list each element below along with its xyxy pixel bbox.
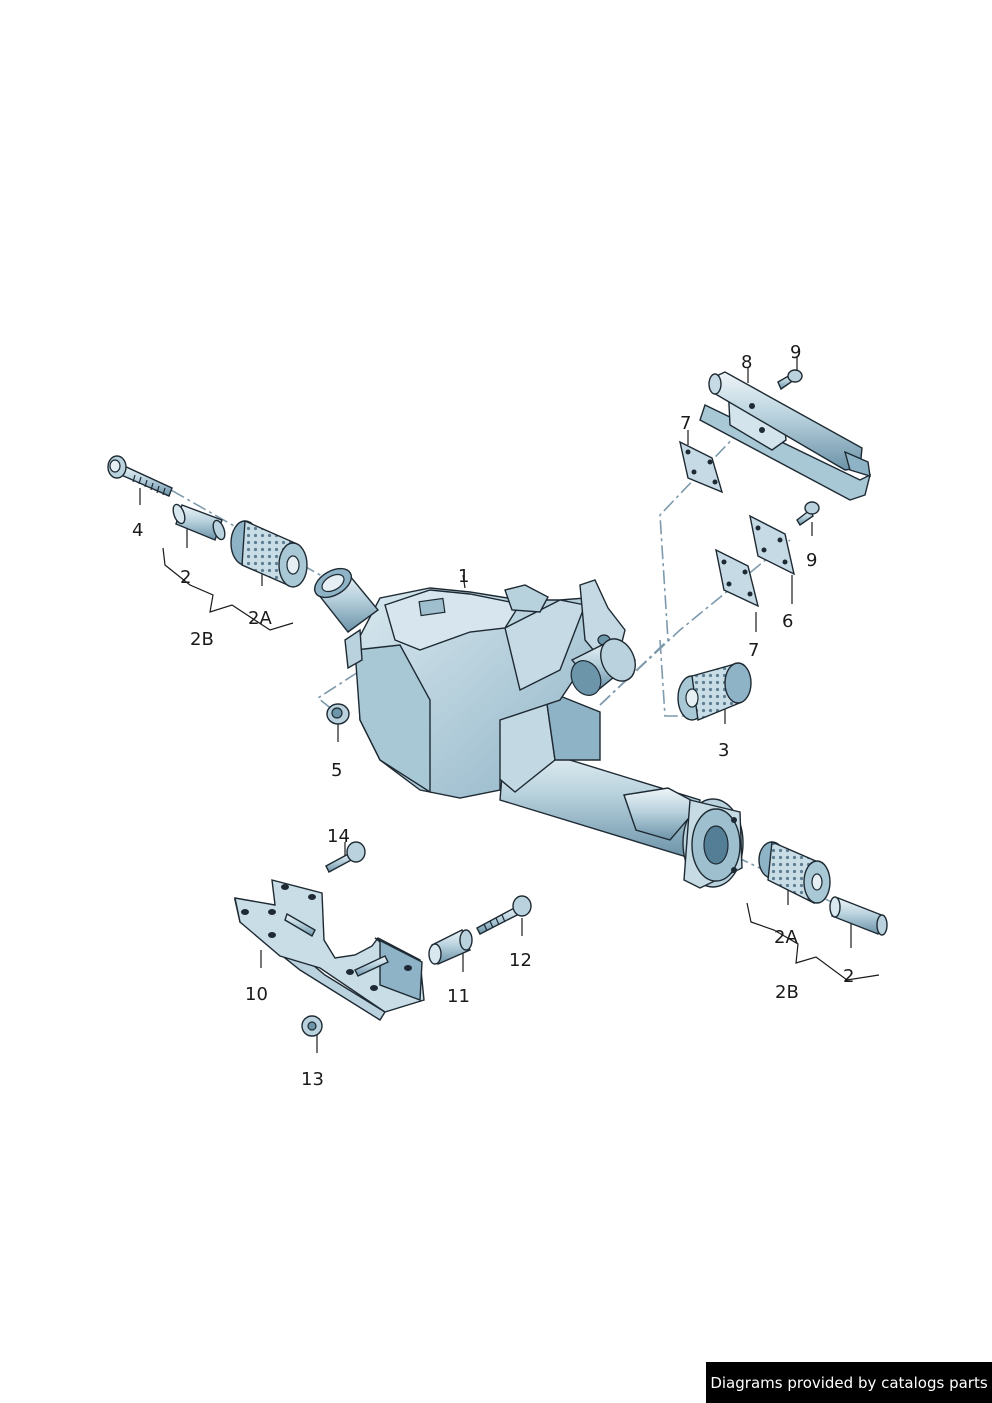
axle-housing xyxy=(313,567,744,889)
label-12: 12 xyxy=(509,950,532,971)
bolt-14 xyxy=(325,841,366,873)
plate-7-top xyxy=(678,440,724,494)
bolt-12 xyxy=(476,895,532,935)
label-4: 4 xyxy=(132,520,143,541)
bushing-right xyxy=(758,840,831,905)
label-2-left: 2 xyxy=(180,567,191,588)
bracket-10 xyxy=(233,879,425,1021)
sleeve-11 xyxy=(428,929,473,965)
credit-banner: Diagrams provided by catalogs parts xyxy=(706,1362,992,1403)
label-2-right: 2 xyxy=(843,966,854,987)
label-6: 6 xyxy=(782,611,793,632)
label-13: 13 xyxy=(301,1069,324,1090)
bushing-3 xyxy=(677,662,752,721)
label-10: 10 xyxy=(245,984,268,1005)
nut-13 xyxy=(301,1015,323,1037)
callout-labels: 1 4 2 2A 2B 5 3 6 7 7 8 9 9 14 10 11 12 … xyxy=(132,342,854,1090)
label-11: 11 xyxy=(447,986,470,1007)
label-2a-left: 2A xyxy=(248,608,272,629)
nut-5 xyxy=(326,703,350,725)
label-2b-left: 2B xyxy=(190,629,214,650)
plate-7-mid xyxy=(715,548,760,608)
label-7-mid: 7 xyxy=(748,640,759,661)
label-9-top: 9 xyxy=(790,342,801,363)
label-3: 3 xyxy=(718,740,729,761)
bolt-9-mid xyxy=(796,501,820,527)
label-2a-right: 2A xyxy=(774,927,798,948)
label-5: 5 xyxy=(331,760,342,781)
label-8: 8 xyxy=(741,352,752,373)
label-9-mid: 9 xyxy=(806,550,817,571)
label-1: 1 xyxy=(458,566,469,587)
label-2b-right: 2B xyxy=(775,982,799,1003)
leader-lines xyxy=(139,356,880,1053)
label-7-top: 7 xyxy=(680,413,691,434)
bolt-9-top xyxy=(777,369,803,391)
plate-6 xyxy=(749,514,796,576)
bolt-4 xyxy=(107,455,173,497)
sleeve-right xyxy=(829,896,888,936)
sleeve-left xyxy=(172,503,226,541)
bracket-8 xyxy=(699,371,872,501)
label-14: 14 xyxy=(327,826,350,847)
bushing-left xyxy=(230,519,308,588)
